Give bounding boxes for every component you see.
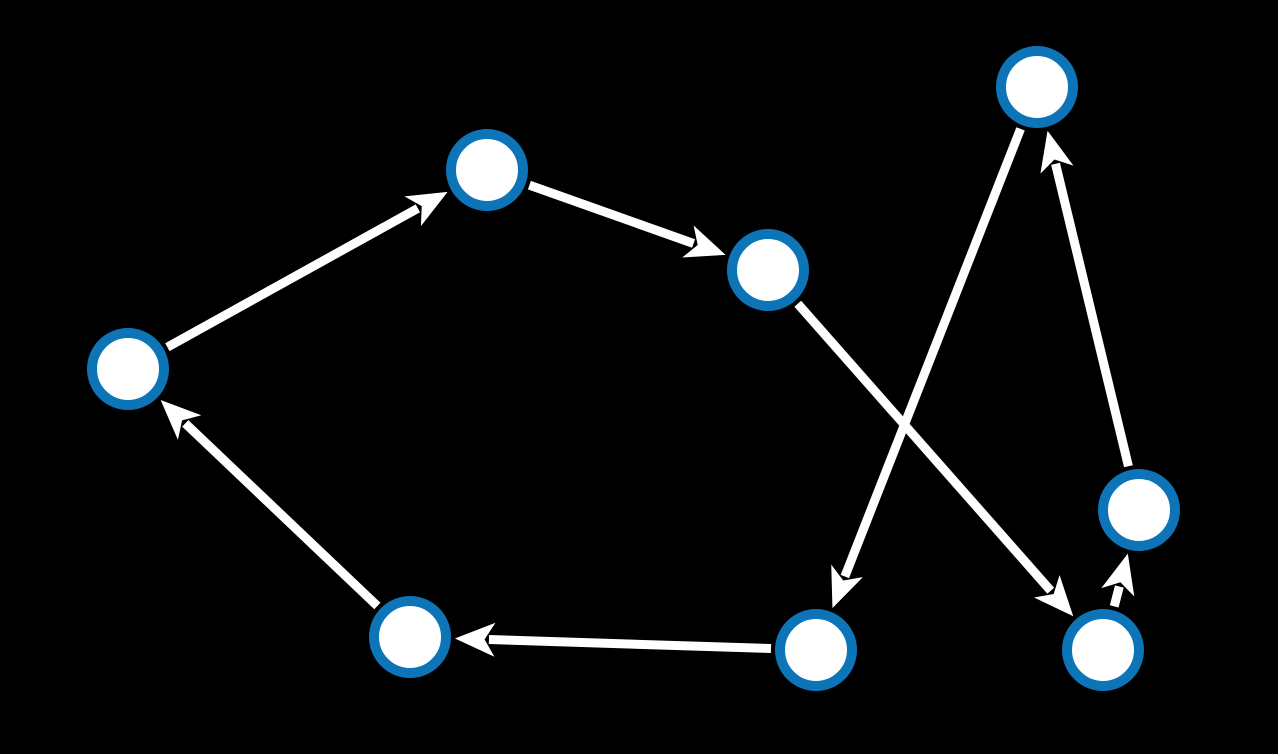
node-bottom-mid[interactable] (775, 609, 857, 691)
node-top-right[interactable] (996, 46, 1078, 128)
edge-right-mid-to-top-right-arrowhead-icon (1040, 130, 1074, 174)
edge-top-right-to-bottom-mid-arrowhead-icon (831, 564, 863, 609)
node-right-mid[interactable] (1098, 469, 1180, 551)
node-left[interactable] (87, 328, 169, 410)
edge-bottom-mid-to-bottom-left[interactable] (454, 622, 772, 657)
edge-layer (160, 127, 1135, 657)
node-bottom-right[interactable] (1062, 609, 1144, 691)
edge-upper-mid-to-bottom-right[interactable] (794, 300, 1074, 617)
edge-top-left-to-upper-mid-line (527, 180, 696, 248)
edge-bottom-mid-to-bottom-left-arrowhead-icon (454, 622, 496, 657)
edge-bottom-left-to-left[interactable] (160, 399, 381, 610)
edge-left-to-top-left[interactable] (165, 191, 448, 352)
edge-right-mid-to-top-right-line (1051, 162, 1133, 468)
edge-bottom-left-to-left-arrowhead-icon (160, 399, 202, 440)
edge-top-left-to-upper-mid[interactable] (527, 180, 726, 258)
node-upper-mid[interactable] (727, 229, 809, 311)
edge-top-right-to-bottom-mid[interactable] (831, 127, 1025, 609)
edge-upper-mid-to-bottom-right-line (794, 300, 1055, 594)
node-top-left[interactable] (446, 129, 528, 211)
edge-bottom-right-to-right-mid[interactable] (1101, 553, 1135, 608)
edge-right-mid-to-top-right[interactable] (1040, 130, 1133, 468)
edge-left-to-top-left-line (165, 204, 421, 352)
node-bottom-left[interactable] (369, 596, 451, 678)
edge-top-left-to-upper-mid-arrowhead-icon (682, 225, 726, 258)
edge-bottom-mid-to-bottom-left-line (488, 635, 772, 654)
edge-top-right-to-bottom-mid-line (840, 127, 1025, 579)
edge-bottom-left-to-left-line (182, 420, 381, 610)
edge-upper-mid-to-bottom-right-arrowhead-icon (1034, 574, 1074, 617)
edge-left-to-top-left-arrowhead-icon (404, 191, 448, 227)
node-layer (87, 46, 1180, 691)
edge-bottom-right-to-right-mid-line (1109, 585, 1124, 608)
edge-bottom-right-to-right-mid-arrowhead-icon (1101, 553, 1135, 597)
